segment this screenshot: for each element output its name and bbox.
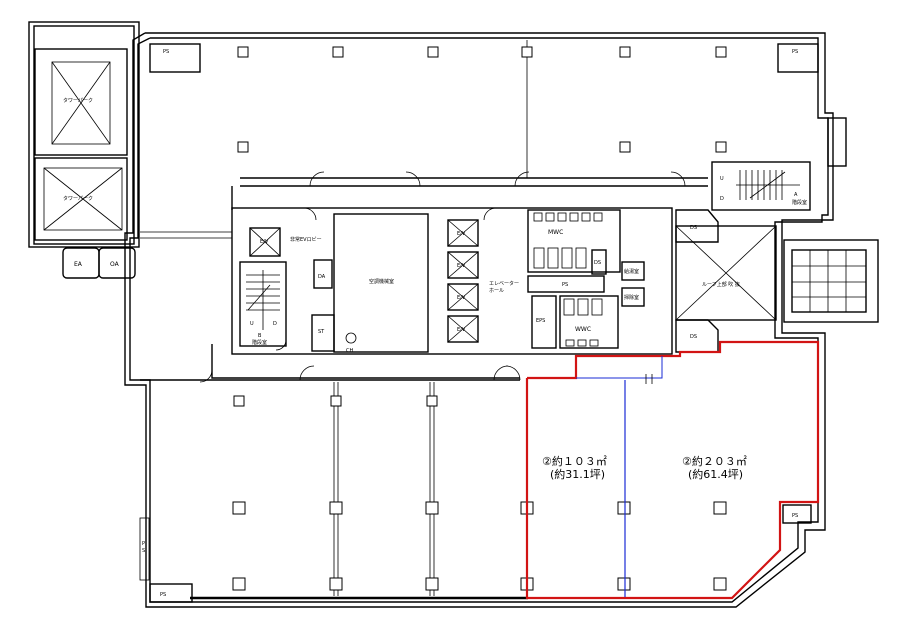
ev-label-4: E/V — [457, 295, 466, 301]
elevator-bank: E/V E/V E/V E/V — [447, 219, 479, 343]
rooftop-hatch-label: ルーフ上部 吹 抜 — [702, 281, 740, 288]
ev-label-1: E/V — [260, 239, 269, 245]
ds-left-label: DS — [594, 260, 601, 266]
ds-upper-label: DS — [690, 225, 697, 231]
stair-room-1: 階段室 — [792, 199, 807, 206]
stair-b: B — [258, 333, 262, 339]
da-label: DA — [318, 274, 326, 280]
unit2-tsubo-label: (約61.4坪) — [688, 467, 743, 481]
mwc-label: MWC — [548, 229, 563, 236]
ch-label: CH — [346, 348, 353, 354]
ps-top-right-label: PS — [792, 49, 798, 55]
ds-lower-label: DS — [690, 334, 697, 340]
stair-d2: D — [273, 321, 277, 327]
wwc-label: WWC — [575, 326, 591, 333]
lower-corridor — [140, 344, 521, 596]
unit-outline — [525, 340, 820, 600]
tower-parking-block: タワーパーク タワーパーク EA OA — [28, 21, 140, 279]
stair-room-2: 階段室 — [252, 339, 267, 346]
eps-label: EPS — [536, 318, 545, 324]
ev-label-3: E/V — [457, 263, 466, 269]
unit2-area-label: ②約２０３㎡ — [682, 454, 747, 468]
ps-right-label: PS — [792, 513, 798, 519]
mech-room-label: 空調機械室 — [369, 278, 394, 285]
unit-divider-top — [576, 356, 663, 379]
st-label: ST — [318, 329, 325, 335]
ps-top-left-label: PS — [163, 49, 169, 55]
columns — [232, 46, 727, 591]
ps-center-label: PS — [562, 282, 568, 288]
elevator-hall-label: エレベーターホール — [489, 280, 519, 294]
stair-a: A — [794, 192, 798, 198]
ps-bottom-left-label: PS — [160, 592, 166, 598]
stair-u2: U — [250, 321, 254, 327]
unit1-area-label: ②約１０３㎡ — [542, 454, 607, 468]
unit1-tsubo-label: (約31.1坪) — [550, 467, 605, 481]
tower-parking-label-2: タワーパーク — [63, 195, 93, 202]
stair-u1: U — [720, 176, 724, 182]
building-core: U D B 階段室 E/V 非常EVロビー DA ST CH 空調機械室 E/V… — [231, 207, 673, 355]
tower-parking-label-1: タワーパーク — [63, 97, 93, 104]
oa-label: OA — [110, 261, 120, 268]
storage1-label: 給湯室 — [624, 268, 639, 275]
ev-label-2: E/V — [457, 231, 466, 237]
right-core: U D A 階段室 DS ルーフ上部 吹 抜 DS — [675, 161, 879, 353]
upper-office — [140, 40, 708, 239]
storage2-label: 掃除室 — [624, 294, 639, 301]
ea-label: EA — [74, 261, 83, 268]
ev-lobby-label: 非常EVロビー — [290, 236, 322, 243]
ev-label-5: E/V — [457, 327, 466, 333]
rental-units: PS ②約１０３㎡ (約31.1坪) ②約２０３㎡ (約61.4坪) — [525, 340, 820, 600]
stair-d1: D — [720, 196, 724, 202]
